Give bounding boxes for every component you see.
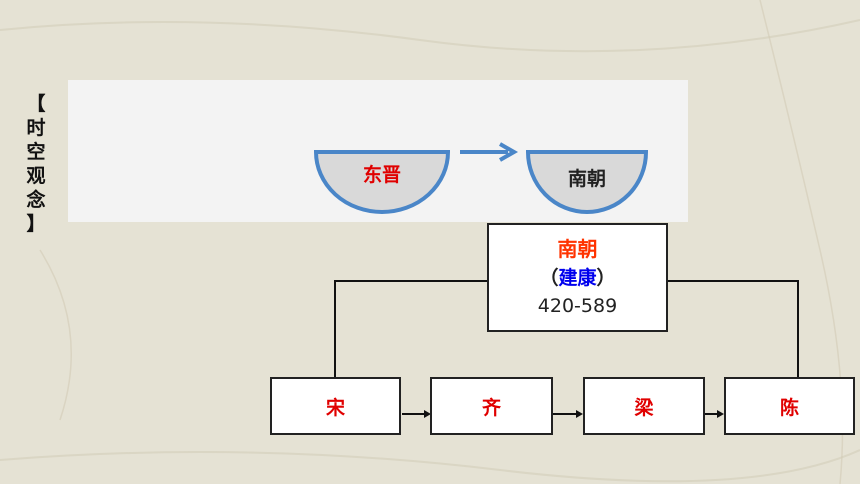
connector-right xyxy=(668,280,799,377)
capital-name: 建康 xyxy=(558,267,597,289)
dynasty-box-qi: 齐 xyxy=(430,377,553,435)
main-box-years: 420-589 xyxy=(537,295,618,317)
dynasty-box-liang: 梁 xyxy=(583,377,705,435)
connector-left xyxy=(334,280,487,377)
side-title-char: 念 xyxy=(26,189,46,211)
capital-open-paren: （ xyxy=(539,267,559,289)
side-title: 【 时 空 观 念 】 xyxy=(26,92,46,236)
side-title-char: 观 xyxy=(26,165,46,187)
arrow-qi-liang-head xyxy=(576,410,583,418)
arrow-song-qi-head xyxy=(424,410,431,418)
side-title-char: 时 xyxy=(26,117,46,139)
dynasty-box-song: 宋 xyxy=(270,377,401,435)
arrow-liang-chen-head xyxy=(717,410,724,418)
bowl-right-shape xyxy=(525,150,649,214)
bowl-left-label: 东晋 xyxy=(362,164,401,186)
bowl-left-shape xyxy=(313,150,451,214)
transition-arrow-head xyxy=(499,142,519,162)
side-title-char: 空 xyxy=(26,141,46,163)
bowl-right-label: 南朝 xyxy=(567,168,606,190)
dynasty-box-chen: 陈 xyxy=(724,377,855,435)
side-title-char: 【 xyxy=(26,93,46,115)
southern-dynasties-box: 南朝 （建康） 420-589 xyxy=(487,223,668,332)
main-box-capital-line: （建康） xyxy=(489,263,666,290)
side-title-char: 】 xyxy=(26,213,46,235)
capital-close-paren: ） xyxy=(596,267,616,289)
main-box-title: 南朝 xyxy=(557,237,598,261)
